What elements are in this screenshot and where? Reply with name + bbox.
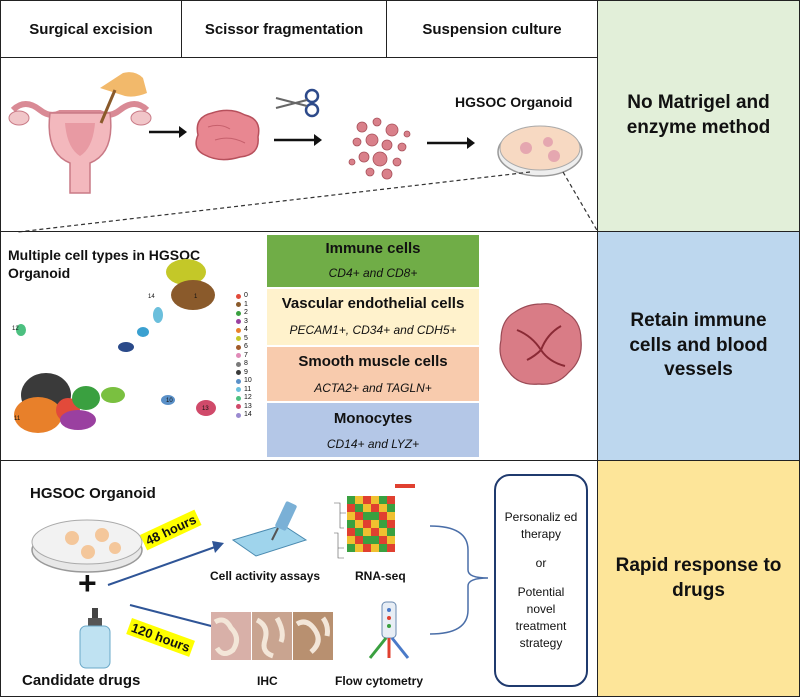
ihc-illustration	[211, 612, 333, 660]
svg-text:12: 12	[12, 326, 19, 332]
assay-cell-activity: Cell activity assays	[210, 569, 321, 583]
side-label-retain-immune: Retain immune cells and blood vessels	[629, 309, 768, 381]
cell-type-markers: CD14+ and LYZ+	[326, 437, 420, 451]
organoid-vessel-illustration	[499, 303, 582, 385]
step-surgical-excision: Surgical excision	[29, 20, 153, 38]
legend-item: 2	[236, 309, 252, 318]
arrow-1	[149, 126, 187, 138]
umap-title: Multiple cell types in HGSOC Organoid	[8, 247, 201, 281]
outcome-novel-strategy: Potential novel treatment strategy	[515, 585, 567, 650]
cell-type-immune: Immune cells CD4+ and CD8+	[267, 235, 479, 287]
zoom-dashed-lines	[17, 171, 598, 233]
cell-type-name: Vascular endothelial cells	[281, 295, 465, 312]
cell-type-name: Immune cells	[325, 240, 421, 257]
legend-item: 0	[236, 292, 252, 301]
outcome-or: or	[535, 556, 547, 570]
bottom-petri-dish-illustration	[31, 519, 143, 573]
cell-type-monocytes: Monocytes CD14+ and LYZ+	[267, 403, 479, 457]
outcome-personalized-therapy: Personaliz ed therapy	[504, 510, 578, 541]
legend-item: 5	[236, 335, 252, 344]
cell-type-smooth-muscle: Smooth muscle cells ACTA2+ and TAGLN+	[267, 347, 479, 401]
outcome-bracket	[429, 525, 489, 635]
legend-item: 1	[236, 301, 252, 310]
uterus-illustration	[8, 72, 152, 194]
svg-text:13: 13	[202, 406, 209, 412]
legend-item: 10	[236, 377, 252, 386]
tissue-fragments-illustration	[348, 117, 411, 180]
assay-ihc: IHC	[257, 674, 278, 688]
legend-item: 4	[236, 326, 252, 335]
legend-item: 6	[236, 343, 252, 352]
side-panel-top: No Matrigel and enzyme method	[597, 0, 800, 232]
legend-item: 3	[236, 318, 252, 327]
svg-text:10: 10	[166, 398, 173, 404]
legend-item: 13	[236, 403, 252, 412]
cell-type-name: Monocytes	[333, 410, 413, 427]
legend-item: 11	[236, 386, 252, 395]
svg-text:11: 11	[14, 416, 21, 422]
bottom-organoid-label: HGSOC Organoid	[30, 485, 156, 502]
cell-type-markers: CD4+ and CD8+	[328, 266, 418, 280]
petri-dish-illustration	[497, 125, 583, 177]
outcome-box: Personaliz ed therapy or Potential novel…	[494, 474, 588, 687]
legend-item: 7	[236, 352, 252, 361]
step-suspension-culture: Suspension culture	[422, 20, 562, 38]
cell-type-vascular: Vascular endothelial cells PECAM1+, CD34…	[267, 289, 479, 345]
cell-type-markers: ACTA2+ and TAGLN+	[314, 381, 432, 395]
legend-item: 9	[236, 369, 252, 378]
umap-legend: 0 1 2 3 4 5 6 7 8 9 10 11 12 13 14	[236, 292, 252, 420]
tissue-chunk-illustration	[195, 109, 260, 161]
pipette-plate-illustration	[231, 501, 308, 557]
dropper-bottle-illustration	[79, 608, 111, 669]
plus-sign: +	[78, 565, 97, 601]
side-label-no-matrigel: No Matrigel and enzyme method	[626, 92, 771, 138]
top-organoid-label: HGSOC Organoid	[455, 94, 573, 110]
side-label-rapid-response: Rapid response to drugs	[615, 554, 782, 601]
umap-plot: 1 14 12 11 10 13	[12, 259, 216, 433]
cell-type-markers: PECAM1+, CD34+ and CDH5+	[289, 323, 457, 337]
assay-flow-cytometry: Flow cytometry	[335, 674, 424, 688]
cell-type-name: Smooth muscle cells	[298, 353, 448, 370]
uterus-icon	[8, 101, 152, 194]
flow-cytometry-illustration	[368, 601, 410, 659]
svg-text:1: 1	[194, 294, 198, 300]
hand-scalpel-icon	[99, 72, 147, 124]
heatmap-illustration	[334, 484, 415, 559]
legend-item: 12	[236, 394, 252, 403]
legend-item: 14	[236, 411, 252, 420]
side-panel-bottom: Rapid response to drugs	[597, 460, 800, 697]
arrow-3	[427, 137, 475, 149]
assay-rna-seq: RNA-seq	[355, 569, 406, 583]
legend-item: 8	[236, 360, 252, 369]
candidate-drugs-label: Candidate drugs	[22, 672, 141, 689]
scissors-icon	[275, 88, 320, 118]
step-scissor-fragmentation: Scissor fragmentation	[204, 20, 364, 38]
side-panel-middle: Retain immune cells and blood vessels	[597, 231, 800, 461]
arrow-2	[274, 134, 322, 146]
svg-text:14: 14	[148, 294, 155, 300]
